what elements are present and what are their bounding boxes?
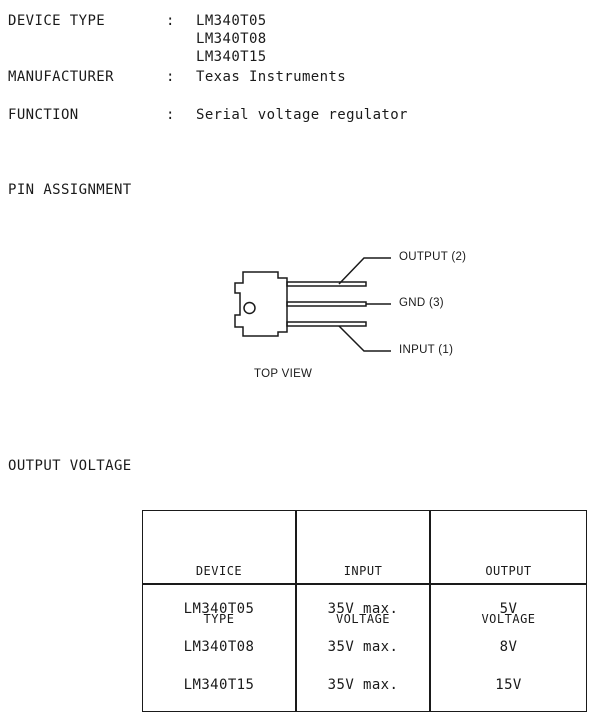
table-header-device-type-line-1: DEVICE [195, 564, 243, 578]
manufacturer-separator: : [166, 69, 175, 85]
function-separator: : [166, 107, 175, 123]
device-type-label: DEVICE TYPE [8, 13, 106, 29]
mounting-hole [243, 301, 256, 315]
table-row-3-device: LM340T15 [183, 677, 255, 693]
table-header-input-voltage-line-2: VOLTAGE [335, 612, 391, 626]
manufacturer-value: Texas Instruments [196, 69, 347, 85]
table-header-input-voltage-line-1: INPUT [343, 564, 383, 578]
table-row-3-output: 15V [495, 677, 522, 693]
leader-output [338, 257, 391, 285]
table-row-1-device: LM340T05 [183, 601, 255, 617]
table-row-2-input: 35V max. [327, 639, 399, 655]
top-view-label: TOP VIEW [254, 368, 313, 380]
table-header-output-voltage-line-1: OUTPUT [485, 564, 532, 578]
table-header-output-voltage-line-2: VOLTAGE [481, 612, 536, 626]
table-col-divider-2 [429, 511, 431, 711]
table-header-input-voltage: INPUT VOLTAGE [297, 531, 429, 659]
table-row-3-input: 35V max. [327, 677, 399, 693]
device-type-value-2: LM340T08 [196, 31, 267, 47]
device-type-separator: : [166, 13, 175, 29]
table-row-1-output: 5V [499, 601, 518, 617]
output-voltage-title: OUTPUT VOLTAGE [8, 458, 132, 474]
manufacturer-label: MANUFACTURER [8, 69, 114, 85]
table-row-2-output: 8V [499, 639, 518, 655]
table-header-divider [143, 583, 586, 585]
pin-label-gnd: GND (3) [399, 297, 444, 309]
pin-label-input: INPUT (1) [399, 344, 454, 356]
leader-input [338, 325, 391, 352]
table-col-divider-1 [295, 511, 297, 711]
lead-input [286, 321, 367, 327]
table-header-device-type-line-2: TYPE [203, 612, 235, 626]
function-label: FUNCTION [8, 107, 79, 123]
lead-gnd [286, 301, 367, 307]
pin-assignment-title: PIN ASSIGNMENT [8, 182, 132, 198]
table-row-1-input: 35V max. [327, 601, 399, 617]
device-type-value-1: LM340T05 [196, 13, 267, 29]
output-voltage-table: DEVICE TYPE INPUT VOLTAGE OUTPUT VOLTAGE… [142, 510, 587, 712]
package-outline [234, 271, 288, 337]
device-type-value-3: LM340T15 [196, 49, 267, 65]
table-header-output-voltage: OUTPUT VOLTAGE [431, 531, 586, 659]
table-row-2-device: LM340T08 [183, 639, 255, 655]
table-header-device-type: DEVICE TYPE [143, 531, 295, 659]
lead-output [286, 281, 367, 287]
pin-diagram [234, 257, 391, 352]
function-value: Serial voltage regulator [196, 107, 408, 123]
pin-label-output: OUTPUT (2) [399, 251, 467, 263]
